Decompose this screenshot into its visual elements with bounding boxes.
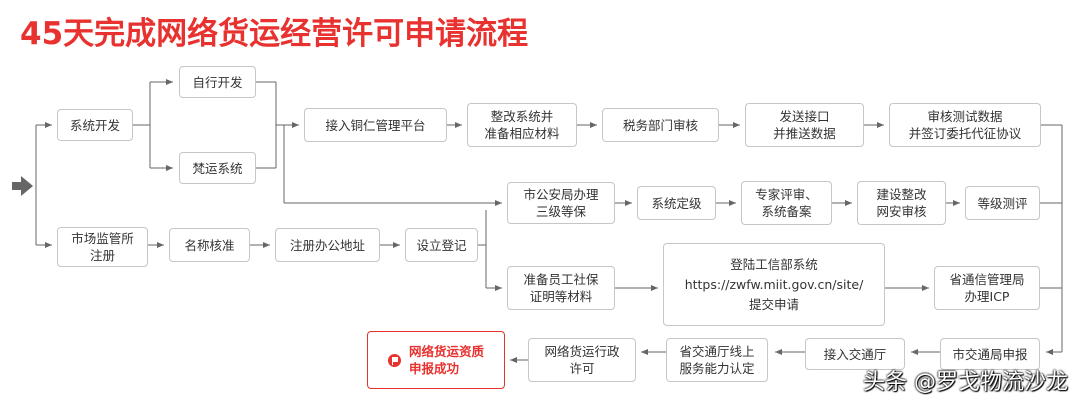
node-tax: 税务部门审核 (602, 108, 719, 142)
node-city-transport: 市交通局申报 (940, 338, 1040, 370)
node-police: 市公安局办理 三级等保 (507, 182, 615, 224)
node-rectify: 整改系统并 准备相应材料 (467, 103, 577, 147)
flag-icon (387, 353, 401, 367)
node-self-dev: 自行开发 (179, 66, 256, 98)
node-net-security: 建设整改 网安审核 (857, 181, 946, 225)
node-sys-dev: 系统开发 (57, 109, 133, 141)
node-send-api: 发送接口 并推送数据 (745, 103, 864, 147)
node-capability: 省交通厅线上 服务能力认定 (666, 338, 768, 382)
node-market: 市场监管所 注册 (57, 227, 148, 267)
node-grading: 系统定级 (637, 186, 716, 220)
watermark: 头条 @罗戈物流沙龙 (863, 370, 1068, 395)
node-review-test: 审核测试数据 并签订委托代征协议 (889, 103, 1041, 147)
node-miit: 登陆工信部系统 https://zwfw.miit.gov.cn/site/ 提… (663, 243, 885, 326)
node-setup-reg: 设立登记 (405, 228, 478, 262)
node-fanyun: 梵运系统 (179, 152, 256, 184)
node-permit: 网络货运行政 许可 (528, 338, 636, 382)
node-name-check: 名称核准 (169, 228, 250, 262)
arrow-right-icon (12, 176, 33, 196)
node-expert: 专家评审、 系统备案 (741, 181, 832, 225)
node-social: 准备员工社保 证明等材料 (507, 266, 615, 310)
node-level-eval: 等级测评 (965, 186, 1040, 220)
node-success: 网络货运资质 申报成功 (367, 331, 505, 389)
page-title: 45天完成网络货运经营许可申请流程 (20, 16, 529, 52)
node-tongren: 接入铜仁管理平台 (304, 108, 447, 142)
node-province-transport: 接入交通厅 (805, 338, 905, 370)
node-reg-addr: 注册办公地址 (275, 228, 380, 262)
node-icp: 省通信管理局 办理ICP (934, 266, 1040, 310)
